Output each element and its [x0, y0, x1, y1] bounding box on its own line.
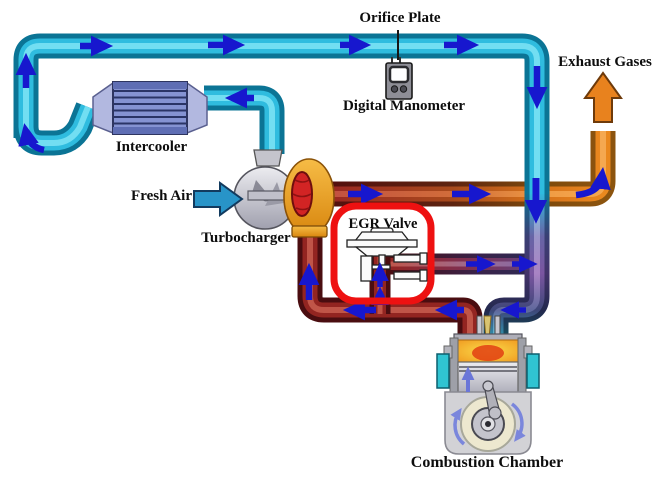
exhaust-outlet-pipe	[330, 131, 616, 207]
combustion-chamber	[436, 315, 540, 455]
intercooler-fins	[114, 90, 186, 125]
turbocharger	[233, 149, 335, 238]
fresh-air-arrow-icon	[193, 181, 244, 217]
manometer-screen	[388, 65, 410, 84]
label-combustion-chamber: Combustion Chamber	[410, 454, 564, 471]
label-exhaust-gases: Exhaust Gases	[558, 54, 652, 70]
label-fresh-air: Fresh Air	[131, 188, 192, 204]
label-orifice-plate: Orifice Plate	[359, 10, 441, 26]
egr-valve-highlight-box	[330, 202, 435, 305]
manometer-button	[399, 85, 408, 93]
intercooler	[92, 81, 208, 135]
exhaust-gases-arrow-icon	[583, 71, 623, 123]
digital-manometer	[385, 57, 413, 100]
label-egr-valve: EGR Valve	[348, 216, 418, 232]
manometer-button	[390, 85, 399, 93]
label-turbocharger: Turbocharger	[201, 230, 291, 246]
compressor-inlet-flange	[253, 149, 283, 167]
turbine-inlet-flange	[291, 225, 328, 238]
label-digital-manometer: Digital Manometer	[342, 98, 466, 114]
turbine-wheel	[291, 171, 313, 217]
coolant-port	[526, 353, 540, 389]
coolant-port	[436, 353, 450, 389]
label-intercooler: Intercooler	[115, 139, 188, 155]
